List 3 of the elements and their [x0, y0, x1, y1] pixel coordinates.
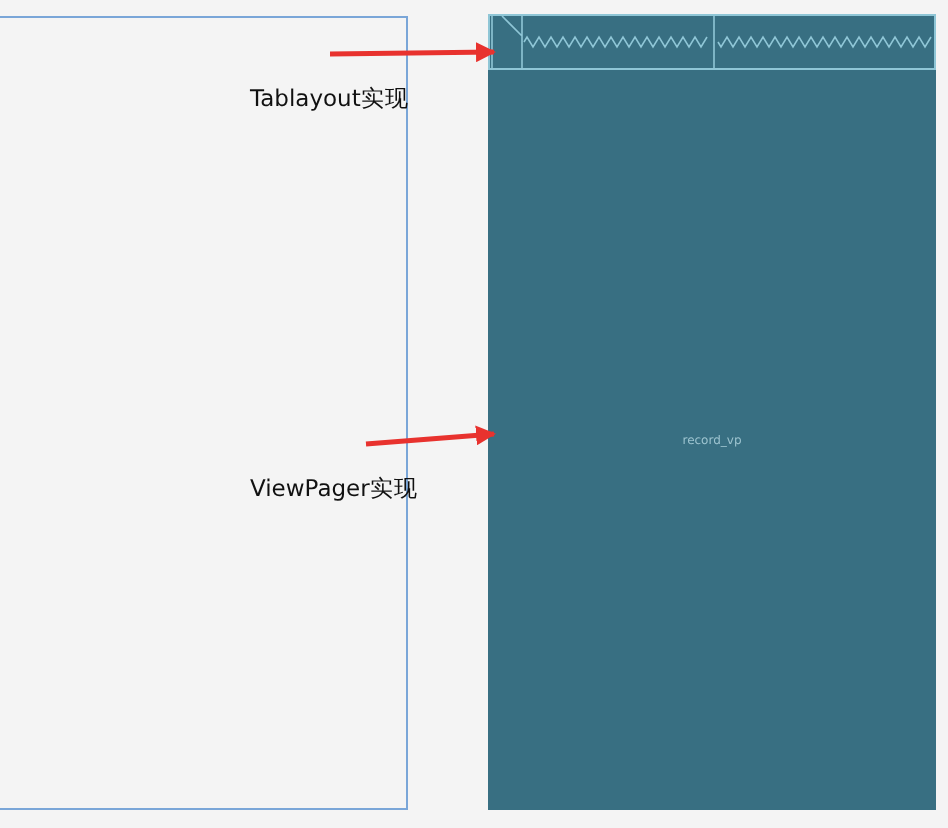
arrow: [329, 42, 496, 63]
annotation-text: Tablayout实现: [250, 56, 406, 114]
arrow: [365, 425, 496, 447]
